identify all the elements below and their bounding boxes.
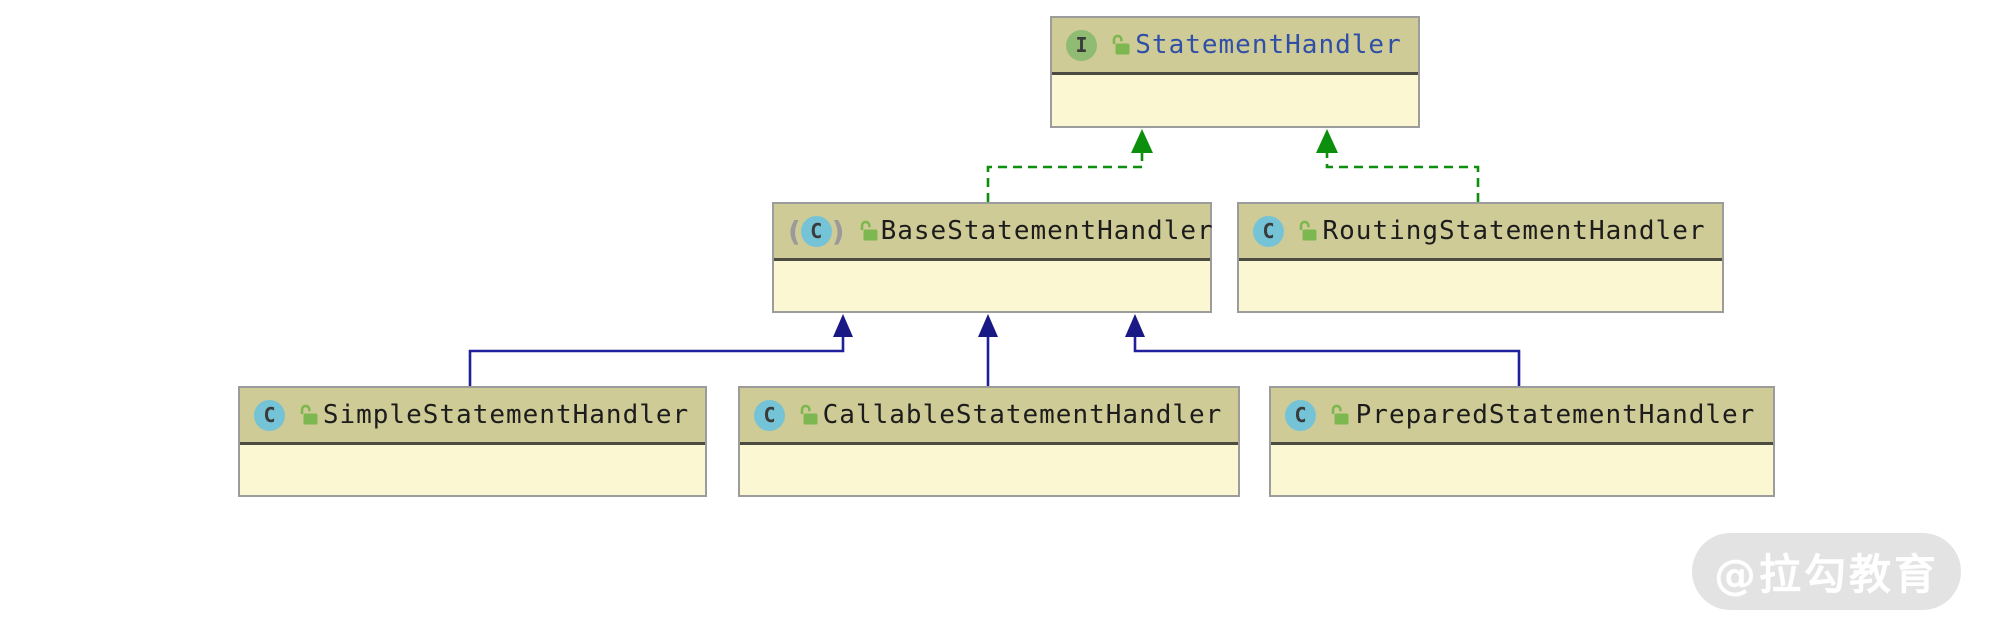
public-lock-icon (800, 404, 818, 424)
node-header: C CallableStatementHandler (740, 388, 1238, 445)
node-base-statement-handler[interactable]: ( C ) BaseStatementHandler (772, 202, 1213, 313)
node-prepared-statement-handler[interactable]: C PreparedStatementHandler (1269, 386, 1775, 497)
class-icon: C (754, 399, 785, 431)
node-callable-statement-handler[interactable]: C CallableStatementHandler (738, 386, 1240, 497)
class-icon: C (254, 399, 285, 431)
class-icon: C (1285, 399, 1316, 431)
class-name: StatementHandler (1135, 30, 1402, 60)
node-fields-compartment (774, 261, 1210, 311)
node-header: C PreparedStatementHandler (1271, 388, 1773, 445)
node-routing-statement-handler[interactable]: C RoutingStatementHandler (1237, 202, 1724, 313)
edge-callablestatementhandler-extends-basestatementhandler[interactable] (978, 314, 998, 386)
public-lock-icon (300, 404, 318, 424)
node-fields-compartment (1052, 75, 1418, 126)
watermark-badge: @拉勾教育 (1692, 533, 1961, 610)
class-name: BaseStatementHandler (880, 216, 1214, 246)
class-name: SimpleStatementHandler (322, 400, 690, 430)
class-icon: C (1253, 215, 1284, 247)
realization-arrowhead-icon (1131, 129, 1153, 153)
class-name: RoutingStatementHandler (1322, 216, 1706, 246)
inheritance-arrowhead-icon (978, 314, 998, 337)
class-name: PreparedStatementHandler (1355, 400, 1756, 430)
class-name: CallableStatementHandler (822, 400, 1223, 430)
edge-basestatementhandler-realizes-statementhandler[interactable] (986, 129, 1153, 202)
interface-icon: I (1066, 29, 1097, 61)
node-header: C SimpleStatementHandler (240, 388, 705, 445)
public-lock-icon (1299, 220, 1317, 240)
edge-preparedstatementhandler-extends-basestatementhandler[interactable] (1125, 314, 1521, 386)
node-fields-compartment (1239, 261, 1722, 311)
inheritance-arrowhead-icon (1125, 314, 1145, 337)
realization-arrowhead-icon (1316, 129, 1338, 153)
public-lock-icon (1112, 34, 1130, 54)
node-fields-compartment (740, 445, 1238, 495)
edge-routingstatementhandler-realizes-statementhandler[interactable] (1316, 129, 1480, 202)
node-fields-compartment (240, 445, 705, 495)
abstract-class-icon: ( C ) (788, 214, 845, 248)
node-header: I StatementHandler (1052, 18, 1418, 75)
public-lock-icon (860, 220, 878, 240)
public-lock-icon (1331, 404, 1349, 424)
inheritance-arrowhead-icon (833, 314, 853, 337)
node-statement-handler[interactable]: I StatementHandler (1050, 16, 1420, 128)
edge-simplestatementhandler-extends-basestatementhandler[interactable] (468, 314, 853, 386)
node-fields-compartment (1271, 445, 1773, 495)
node-header: ( C ) BaseStatementHandler (774, 204, 1213, 261)
node-simple-statement-handler[interactable]: C SimpleStatementHandler (238, 386, 707, 497)
node-header: C RoutingStatementHandler (1239, 204, 1722, 261)
